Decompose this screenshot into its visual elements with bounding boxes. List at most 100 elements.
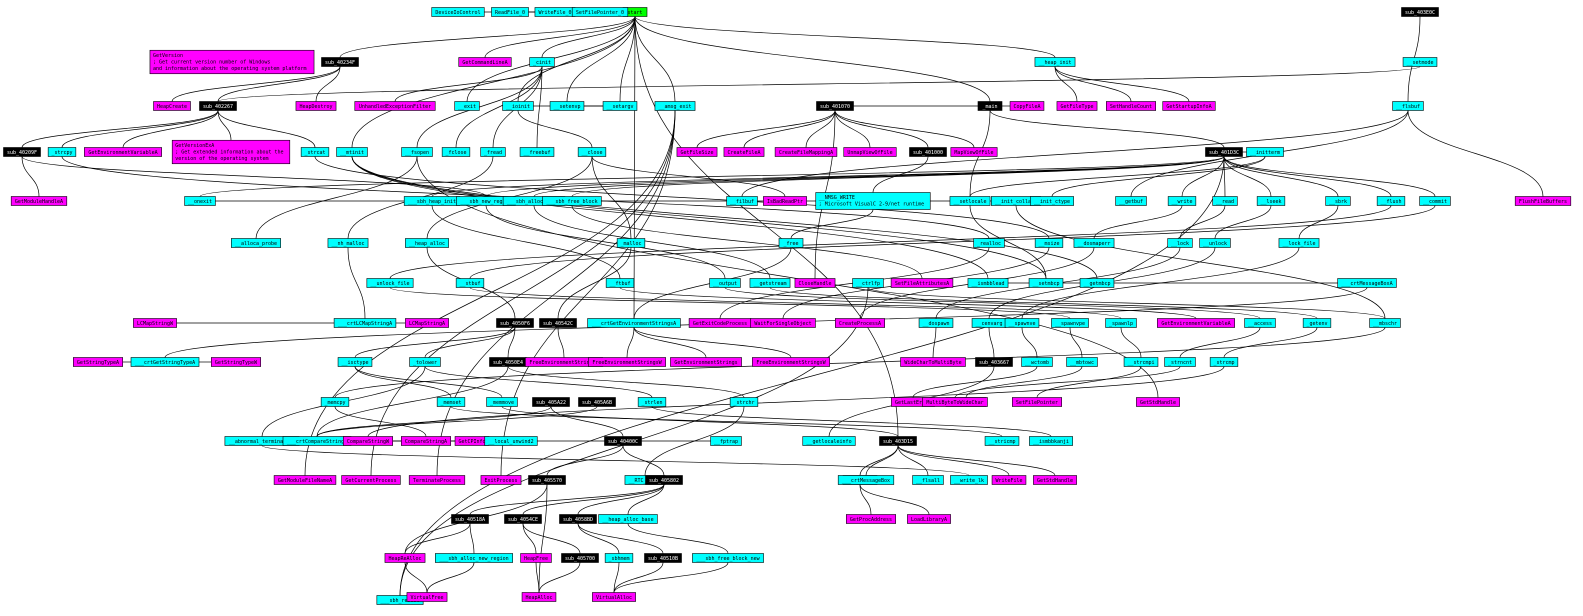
node-sub-401070[interactable]: sub_401070 xyxy=(816,101,854,111)
node-a-tolower[interactable]: _tolower xyxy=(409,357,441,367)
node-a-lock[interactable]: __lock xyxy=(1167,238,1193,248)
node-heaprealloc[interactable]: HeapReAlloc xyxy=(384,553,426,563)
node-freeenvironmentstringsw2[interactable]: FreeEnvironmentStringsW xyxy=(752,357,830,367)
node-loadlibrarya[interactable]: LoadLibraryA xyxy=(907,514,951,524)
node-a-fread[interactable]: _fread xyxy=(480,147,506,157)
node-sub-405a22[interactable]: sub_405A22 xyxy=(532,397,570,407)
node-cm-runtime[interactable]: __NMSG_WRITE; Microsoft VisualC 2-9/net … xyxy=(815,192,931,210)
node-a-crtlcmap[interactable]: ___crtLCMapStringA xyxy=(333,318,397,328)
node-a-memmove[interactable]: _memmove xyxy=(486,397,518,407)
node-a-wctomb[interactable]: __wctomb xyxy=(1021,357,1053,367)
node-waitforsingleobject[interactable]: WaitForSingleObject xyxy=(750,318,816,328)
node-a-onexit[interactable]: __onexit xyxy=(184,196,216,206)
node-t3[interactable]: WriteFile_0 xyxy=(534,7,576,17)
node-a-sbhmem[interactable]: _sbhmem xyxy=(604,553,634,563)
node-a-strchr[interactable]: _strchr xyxy=(729,397,759,407)
node-t2[interactable]: ReadFile_0 xyxy=(491,7,529,17)
node-a-write[interactable]: __write xyxy=(1167,196,1197,206)
node-sub-40542c[interactable]: sub_40542C xyxy=(539,318,577,328)
node-a-getenv[interactable]: _getenv xyxy=(1302,318,1332,328)
node-a-flsall[interactable]: __flsall xyxy=(912,475,944,485)
node-a-crtgetstr[interactable]: ___crtGetEnvironmentStringsA xyxy=(587,318,681,328)
node-a-spawnlp[interactable]: _spawnlp xyxy=(1105,318,1137,328)
node-getenvironmentstrings[interactable]: GetEnvironmentStrings xyxy=(670,357,742,367)
node-heapdestroy[interactable]: HeapDestroy xyxy=(295,101,337,111)
node-main[interactable]: _main xyxy=(977,101,1003,111)
node-a-mbschr[interactable]: __mbschr xyxy=(1369,318,1401,328)
node-a-exitprocess[interactable]: __exit xyxy=(454,101,480,111)
node-comparestringa[interactable]: CompareStringA xyxy=(400,436,451,446)
node-a-freebuf[interactable]: __freebuf xyxy=(519,147,555,157)
node-createfilemappinga[interactable]: CreateFileMappingA xyxy=(774,147,838,157)
node-a-heapcreate[interactable]: __heap_init xyxy=(1034,57,1076,67)
node-a-amsg[interactable]: __amsg_exit xyxy=(654,101,696,111)
node-a-setloc2[interactable]: __strcmpi xyxy=(1123,357,1159,367)
node-a-fptrap[interactable]: __fptrap xyxy=(710,436,742,446)
node-sub-4058bd[interactable]: sub_4058BD xyxy=(559,514,597,524)
node-sub-403d15[interactable]: sub_403D15 xyxy=(879,436,917,446)
node-a-strcmp[interactable]: _strcmp xyxy=(1209,357,1239,367)
node-sub-403667[interactable]: sub_403667 xyxy=(975,357,1013,367)
node-lcmapstringa[interactable]: LCMapStringA xyxy=(405,318,449,328)
node-sub-401d3c[interactable]: sub_401D3C xyxy=(1205,147,1243,157)
node-a-ctrlfp[interactable]: __ctrlfp xyxy=(852,278,884,288)
node-a-crtgst[interactable]: ___crtGetStringTypeA xyxy=(130,357,200,367)
node-getstdhandle2[interactable]: GetStdHandle xyxy=(1033,475,1077,485)
node-closehandle[interactable]: CloseHandle xyxy=(794,278,836,288)
node-a-strcpy[interactable]: _strcpy xyxy=(47,147,77,157)
node-a-filbuf[interactable]: __filbuf xyxy=(726,196,758,206)
node-a-crtmbox[interactable]: ___crtMessageBoxA xyxy=(1337,278,1397,288)
node-getstringtypew[interactable]: GetStringTypeW xyxy=(211,357,262,367)
node-sub-4050e4[interactable]: sub_4050E4 xyxy=(489,357,527,367)
node-a-unlock[interactable]: __unlock xyxy=(1199,238,1231,248)
node-a-cpinfo[interactable]: __getlocaleinfo xyxy=(802,436,856,446)
node-freeenvironmentstringsw[interactable]: FreeEnvironmentStringsW xyxy=(588,357,666,367)
node-t1[interactable]: DeviceIoControl xyxy=(431,7,485,17)
node-a-ftbuf[interactable]: __ftbuf xyxy=(605,278,635,288)
node-multibytetowidechar[interactable]: MultiByteToWideChar xyxy=(922,397,988,407)
node-setfileattributesa[interactable]: SetFileAttributesA xyxy=(890,278,954,288)
node-sub-405570[interactable]: sub_405570 xyxy=(528,475,566,485)
node-terminateprocess[interactable]: TerminateProcess xyxy=(408,475,466,485)
node-a-crtcmp[interactable]: ___crtCompareStringA xyxy=(282,436,352,446)
node-a-strlen[interactable]: _strlen xyxy=(637,397,667,407)
node-a-flsbuf[interactable]: __flsbuf xyxy=(1392,101,1424,111)
node-virtualfree[interactable]: VirtualFree xyxy=(406,592,448,602)
node-a-ismbb[interactable]: __ismbbkanji xyxy=(1029,436,1073,446)
node-sub-4050f6[interactable]: sub_4050F6 xyxy=(496,318,534,328)
node-a-cenvarg[interactable]: __cenvarg xyxy=(971,318,1007,328)
node-virtualalloc[interactable]: VirtualAlloc xyxy=(592,592,636,602)
node-a-flush[interactable]: __flush xyxy=(1376,196,1406,206)
node-getmodulehandlea[interactable]: GetModuleHandleA xyxy=(10,196,68,206)
node-sub-405802[interactable]: sub_405802 xyxy=(645,475,683,485)
node-a-free[interactable]: _free xyxy=(778,238,804,248)
node-a-memcpy[interactable]: _memcpy xyxy=(320,397,350,407)
node-sub-40209f[interactable]: sub_40209F xyxy=(3,147,41,157)
node-mapviewoffile[interactable]: MapViewOfFile xyxy=(950,147,998,157)
node-widechartomultibyte[interactable]: WideCharToMultiByte xyxy=(900,357,966,367)
node-sub-405a6b[interactable]: sub_405A6B xyxy=(578,397,616,407)
node-getexitcodeprocess[interactable]: GetExitCodeProcess xyxy=(688,318,752,328)
node-sub-40400c[interactable]: sub_40400C xyxy=(604,436,642,446)
node-a-fsopen[interactable]: __fsopen xyxy=(401,147,433,157)
node-a-isctype[interactable]: __isctype xyxy=(337,357,373,367)
node-a-setargv[interactable]: __setargv xyxy=(602,101,638,111)
node-a-output[interactable]: __output xyxy=(709,278,741,288)
node-a-memset[interactable]: _memset xyxy=(436,397,466,407)
node-getfiletype[interactable]: GetFileType xyxy=(1056,101,1098,111)
node-a-malloc[interactable]: _malloc xyxy=(616,238,646,248)
node-getenvironmentvariablea2[interactable]: GetEnvironmentVariableA xyxy=(1157,318,1235,328)
node-sub-405700[interactable]: sub_405700 xyxy=(561,553,599,563)
node-a-cinit[interactable]: _cinit xyxy=(529,57,555,67)
node-isbadreadptr[interactable]: IsBadReadPtr xyxy=(763,196,807,206)
node-a-mbtowc[interactable]: __mbtowc xyxy=(1066,357,1098,367)
node-heapalloc[interactable]: HeapAlloc xyxy=(521,592,557,602)
node-a-setenvp[interactable]: __setenvp xyxy=(549,101,585,111)
node-sub-40518a[interactable]: sub_40518A xyxy=(451,514,489,524)
node-a-sbhfree[interactable]: ___sbh_free_block_new xyxy=(692,553,764,563)
node-unmapviewoffile[interactable]: UnmapViewOfFile xyxy=(843,147,897,157)
node-createprocessa[interactable]: CreateProcessA xyxy=(834,318,885,328)
node-a-stbuf[interactable]: __stbuf xyxy=(455,278,485,288)
node-writefile[interactable]: WriteFile xyxy=(991,475,1027,485)
node-a-alloca[interactable]: __alloca_probe xyxy=(231,238,282,248)
